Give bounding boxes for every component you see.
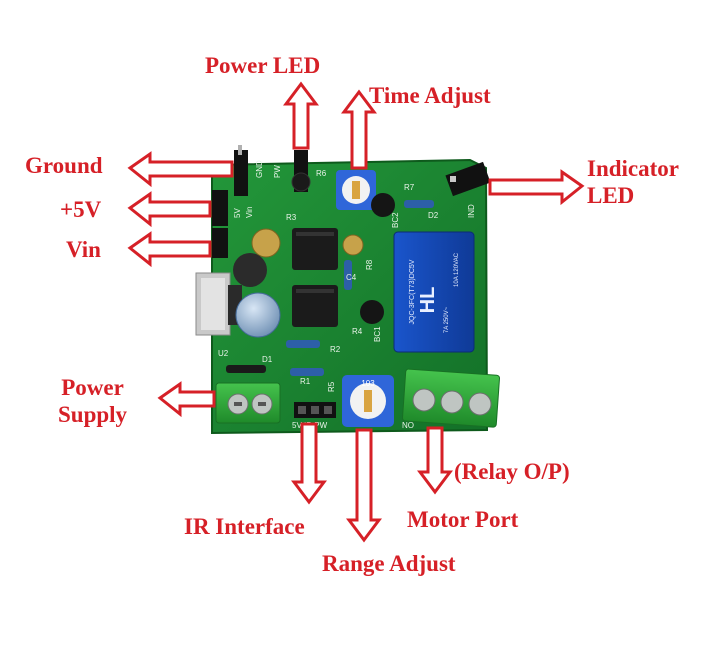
- label-power-supply-line1: Power: [61, 375, 124, 400]
- left-header-pins: [212, 145, 248, 258]
- silk-d2: D2: [428, 211, 439, 220]
- callout-arrows: [127, 81, 585, 543]
- motor-port-terminal: [402, 368, 500, 428]
- label-indicator-led: Indicator LED: [587, 155, 679, 209]
- label-ir-interface: IR Interface: [184, 514, 305, 539]
- label-plus5v: +5V: [60, 197, 102, 222]
- silk-r3: R3: [286, 213, 297, 222]
- arrow-vin: [127, 231, 212, 268]
- power-led-header: [291, 150, 311, 192]
- relay-rating-2: 7A 250V~: [444, 306, 450, 333]
- silk-5v: 5V: [233, 208, 242, 218]
- label-power-led: Power LED: [205, 53, 321, 78]
- label-vin: Vin: [66, 237, 101, 262]
- silk-vin: Vin: [245, 207, 254, 218]
- pcb-board: [211, 158, 489, 435]
- silk-r2: R2: [330, 345, 341, 354]
- label-indicator-led-line1: Indicator: [587, 156, 679, 181]
- arrow-power-supply: [157, 381, 216, 418]
- power-supply-terminal: [215, 382, 281, 424]
- arrow-range-adjust: [346, 428, 382, 543]
- ic-chips: [292, 228, 338, 327]
- electrolytic-capacitors: [233, 228, 364, 338]
- indicator-led-header: [445, 161, 491, 197]
- silk-r7: R7: [404, 183, 415, 192]
- arrow-ir-interface: [291, 422, 327, 505]
- silk-bc1: BC1: [373, 326, 382, 342]
- silk-c4: C4: [346, 273, 357, 282]
- silk-r4: R4: [352, 327, 363, 336]
- silk-gnd: GND: [255, 160, 264, 178]
- label-motor-port: Motor Port: [407, 507, 519, 532]
- diode-d1: [226, 365, 266, 373]
- silk-d1: D1: [262, 355, 273, 364]
- silk-r6: R6: [316, 169, 327, 178]
- arrow-indicator-led: [488, 169, 585, 206]
- label-ground: Ground: [25, 153, 103, 178]
- arrow-motor-port: [417, 426, 453, 495]
- arrow-5v: [127, 191, 212, 228]
- transistor-q2: [371, 193, 395, 217]
- silk-pw: PW: [273, 165, 282, 178]
- relay-model: JQC-3FC(T73)DC5V: [409, 259, 416, 324]
- label-power-supply: Power Supply: [58, 374, 127, 428]
- label-range-adjust: Range Adjust: [322, 551, 456, 576]
- silk-r8: R8: [365, 259, 374, 270]
- label-relay-op: (Relay O/P): [454, 459, 570, 484]
- arrow-time-adjust: [341, 89, 377, 170]
- ir-interface-header: [294, 402, 336, 418]
- arrow-ground: [127, 151, 234, 188]
- label-indicator-led-line2: LED: [587, 183, 635, 209]
- silk-r1: R1: [300, 377, 311, 386]
- relay: HL JQC-3FC(T73)DC5V 10A 120VAC 7A 250V~: [393, 231, 475, 353]
- time-adjust-trimmer: [336, 170, 376, 210]
- label-power-supply-line2: Supply: [58, 402, 128, 428]
- resistors: [286, 200, 434, 376]
- voltage-regulator: [195, 272, 242, 336]
- silk-u2: U2: [218, 349, 229, 358]
- silk-q2: BC2: [391, 212, 400, 228]
- transistor-q1: [360, 300, 384, 324]
- relay-rating-1: 10A 120VAC: [454, 252, 460, 287]
- range-adjust-trimmer: 103: [342, 375, 394, 427]
- silk-r5: R5: [327, 381, 336, 392]
- silk-no: NO: [402, 421, 414, 430]
- label-time-adjust: Time Adjust: [369, 83, 491, 108]
- arrow-power-led: [283, 81, 319, 150]
- silk-ind: IND: [467, 204, 476, 218]
- trimmer-code: 103: [361, 379, 375, 388]
- relay-brand: HL: [417, 287, 439, 314]
